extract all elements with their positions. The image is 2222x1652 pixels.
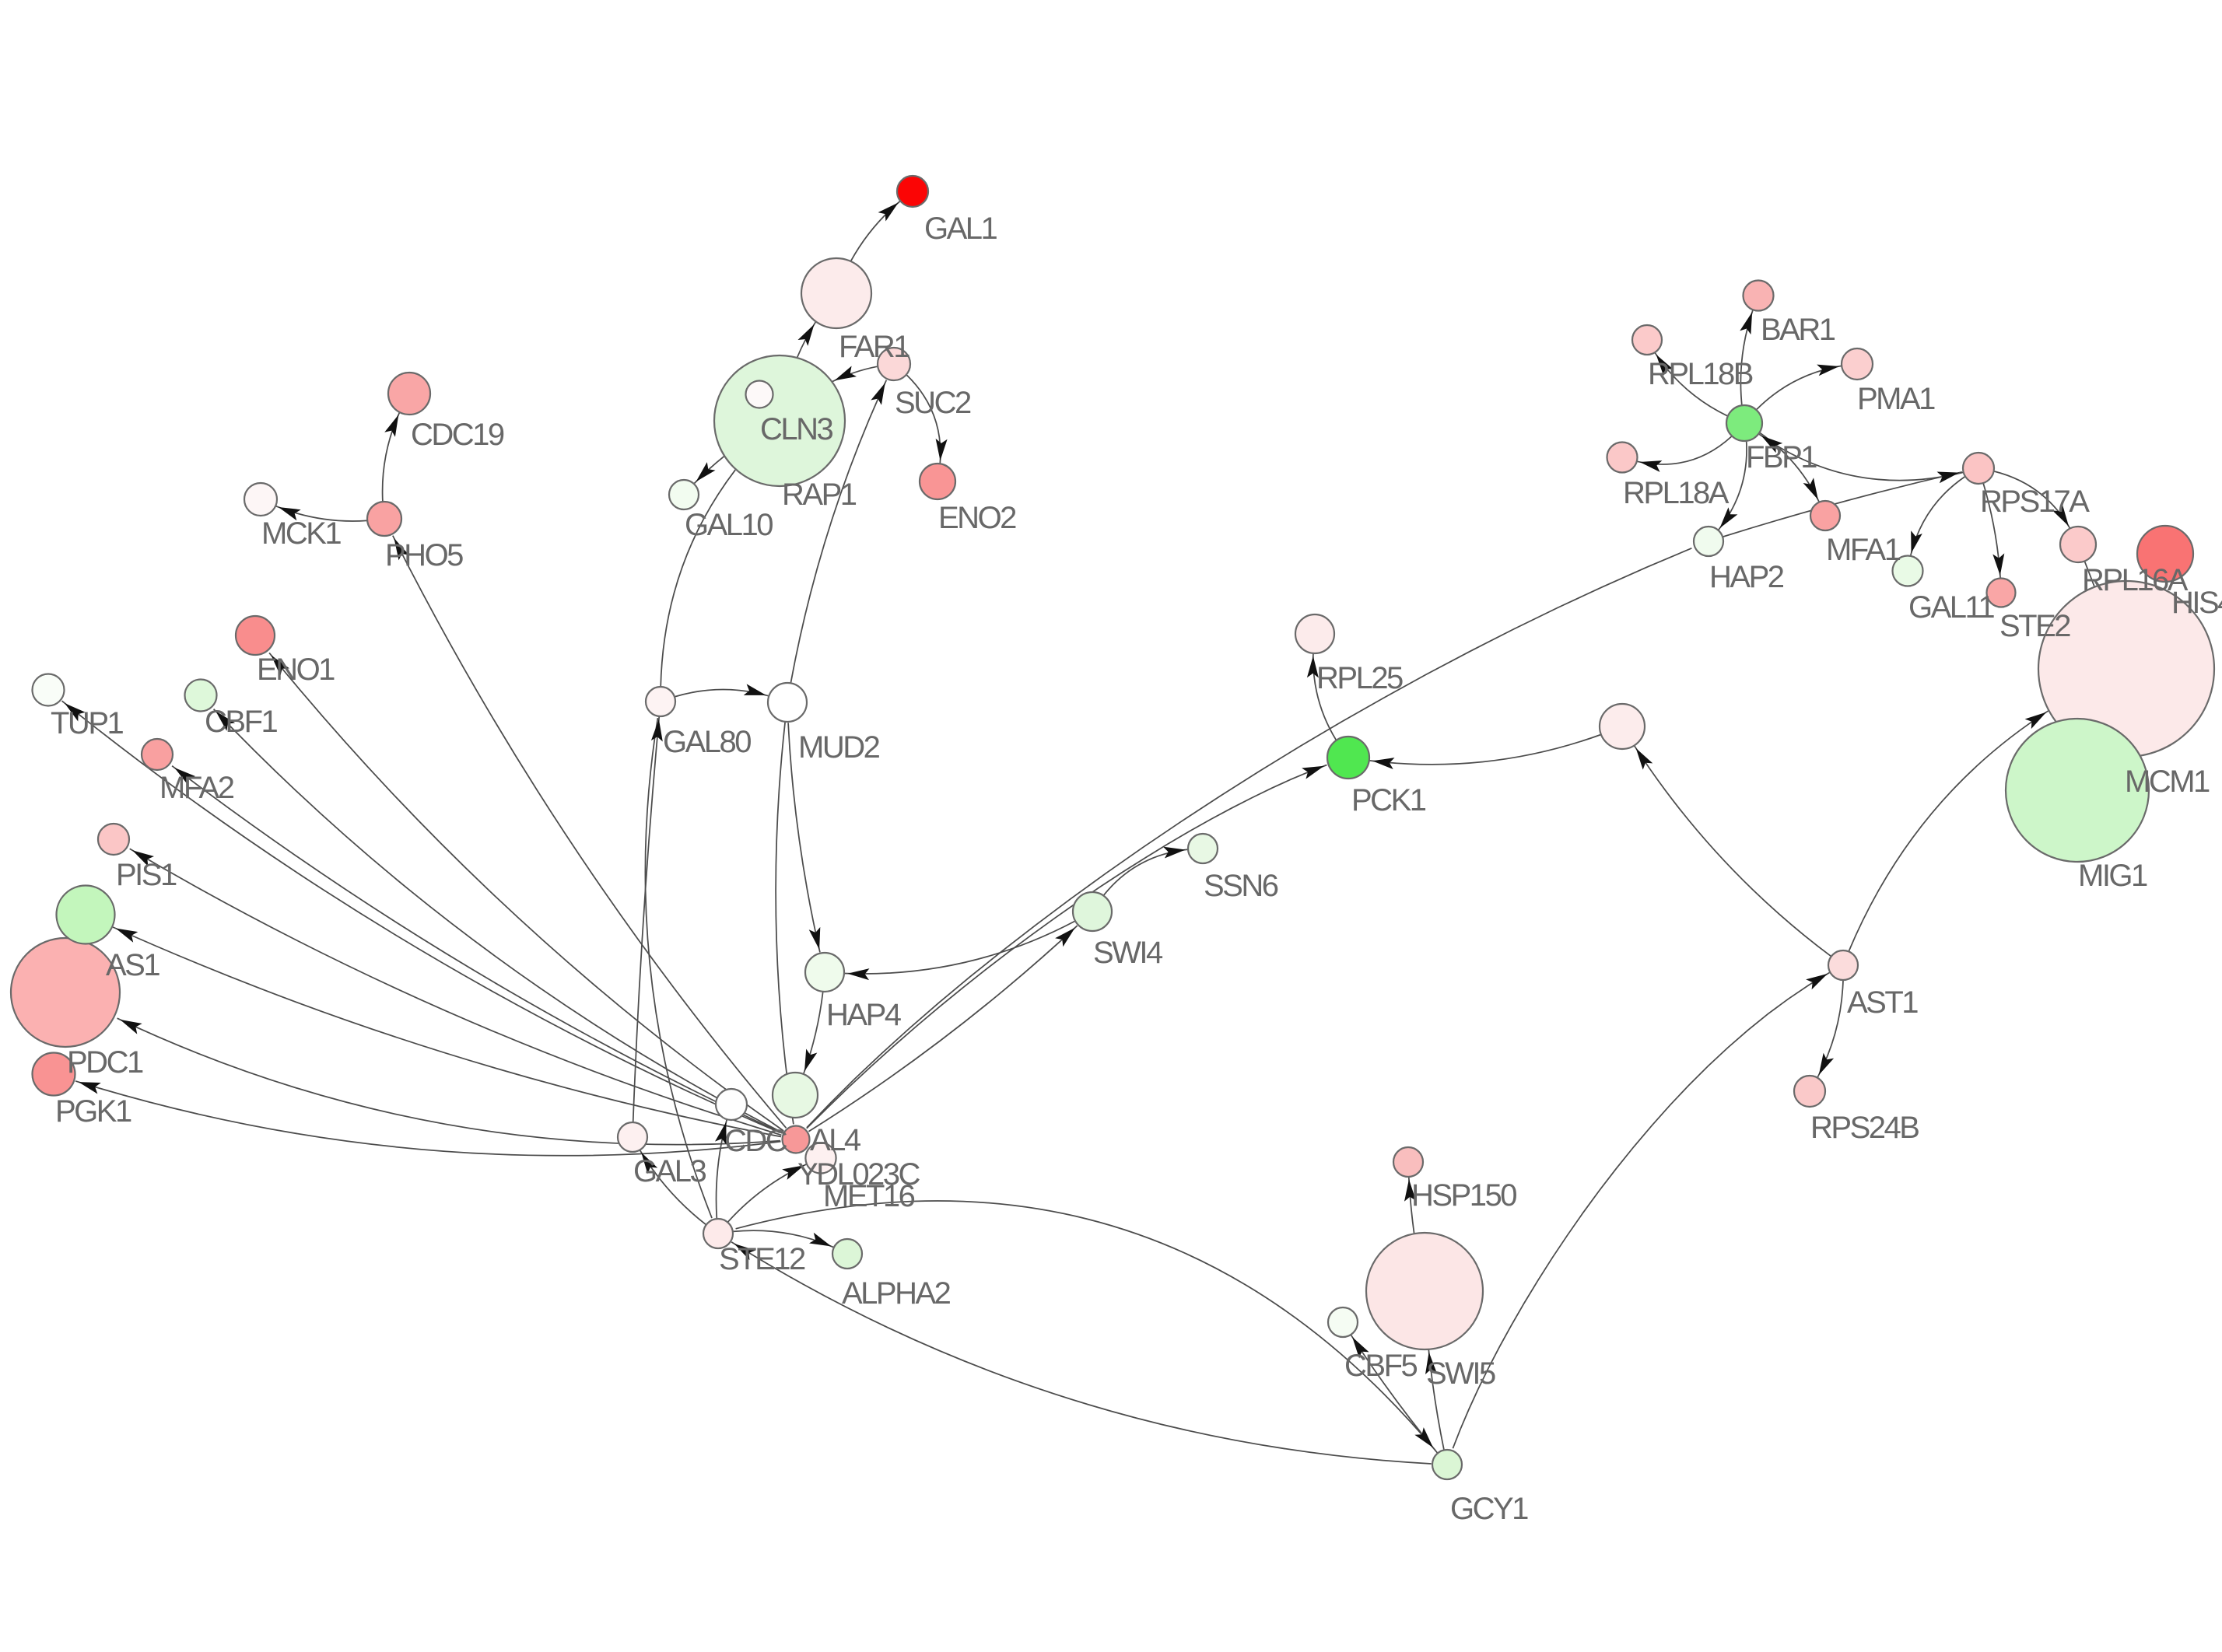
svg-text:ENO1: ENO1 xyxy=(257,653,335,687)
svg-text:CDC: CDC xyxy=(724,1124,787,1158)
svg-text:FBP1: FBP1 xyxy=(1746,440,1817,474)
svg-text:MFA2: MFA2 xyxy=(159,771,234,805)
svg-text:HSP150: HSP150 xyxy=(1411,1178,1516,1213)
svg-text:AL4: AL4 xyxy=(810,1123,861,1157)
svg-text:PMA1: PMA1 xyxy=(1857,382,1935,416)
svg-text:ENO2: ENO2 xyxy=(938,501,1016,535)
svg-text:PCK1: PCK1 xyxy=(1351,783,1426,817)
svg-text:PIS1: PIS1 xyxy=(116,858,177,892)
svg-text:RPL25: RPL25 xyxy=(1316,661,1403,695)
svg-text:ALPHA2: ALPHA2 xyxy=(842,1276,951,1311)
svg-text:STE2: STE2 xyxy=(1999,609,2070,643)
svg-text:MCM1: MCM1 xyxy=(2125,765,2210,799)
svg-text:GAL11: GAL11 xyxy=(1908,590,1994,625)
svg-text:GAL3: GAL3 xyxy=(633,1154,706,1188)
svg-text:HIS4: HIS4 xyxy=(2171,586,2222,620)
svg-text:CBF5: CBF5 xyxy=(1344,1349,1418,1383)
svg-text:HAP4: HAP4 xyxy=(826,998,902,1032)
svg-text:SSN6: SSN6 xyxy=(1204,869,1278,903)
svg-text:GAL80: GAL80 xyxy=(663,725,751,759)
svg-text:GAL1: GAL1 xyxy=(924,212,997,246)
svg-text:MIG1: MIG1 xyxy=(2078,859,2147,893)
svg-text:AST1: AST1 xyxy=(1847,985,1918,1020)
svg-text:MFA1: MFA1 xyxy=(1826,533,1901,567)
svg-text:FAR1: FAR1 xyxy=(839,330,909,364)
svg-text:SWI4: SWI4 xyxy=(1093,936,1163,970)
svg-text:PHO5: PHO5 xyxy=(385,538,463,572)
svg-text:RPL18B: RPL18B xyxy=(1648,357,1753,391)
svg-text:CBF1: CBF1 xyxy=(205,705,278,739)
svg-text:RAP1: RAP1 xyxy=(782,478,857,512)
svg-text:HAP2: HAP2 xyxy=(1709,560,1784,594)
svg-text:STE12: STE12 xyxy=(719,1242,805,1276)
svg-text:RPL16A: RPL16A xyxy=(2082,563,2189,597)
svg-text:RPL18A: RPL18A xyxy=(1623,476,1730,510)
svg-text:BAR1: BAR1 xyxy=(1761,313,1835,347)
svg-text:GCY1: GCY1 xyxy=(1450,1492,1528,1526)
svg-text:GAL10: GAL10 xyxy=(685,508,773,542)
svg-text:YDL023C: YDL023C xyxy=(797,1157,920,1192)
svg-text:MUD2: MUD2 xyxy=(798,730,880,765)
svg-text:CLN3: CLN3 xyxy=(760,412,833,446)
svg-text:RPS24B: RPS24B xyxy=(1810,1111,1919,1145)
svg-text:SWI5: SWI5 xyxy=(1426,1356,1495,1391)
svg-text:AS1: AS1 xyxy=(106,948,159,982)
svg-text:RPS17A: RPS17A xyxy=(1980,485,2090,519)
svg-text:MET16: MET16 xyxy=(823,1179,915,1213)
svg-text:PDC1: PDC1 xyxy=(67,1045,143,1080)
svg-text:MCK1: MCK1 xyxy=(261,516,341,551)
svg-text:SUC2: SUC2 xyxy=(895,386,971,420)
svg-text:CDC19: CDC19 xyxy=(411,418,504,452)
svg-text:TUP1: TUP1 xyxy=(51,706,124,740)
svg-text:PGK1: PGK1 xyxy=(55,1094,131,1129)
